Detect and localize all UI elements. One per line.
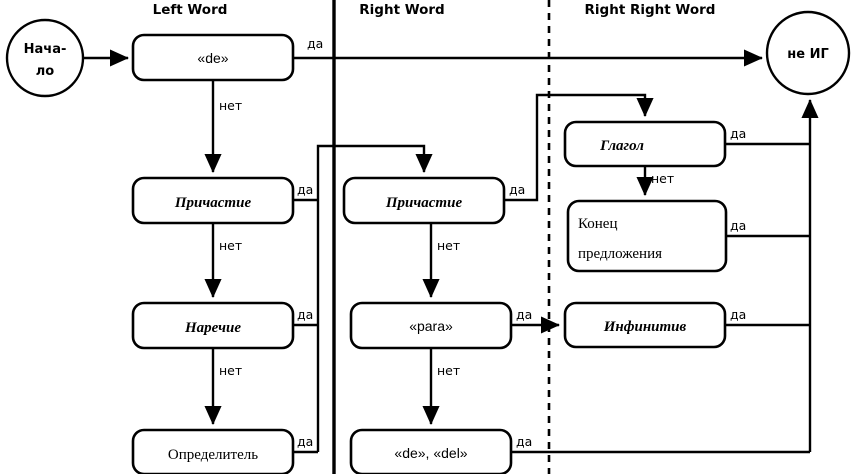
node-left-opredelitel-label: Определитель xyxy=(168,447,258,463)
terminal-start-shape[interactable] xyxy=(5,18,85,98)
edge-label-glagol-yes: да xyxy=(730,126,746,141)
lane-title-right-word: Right Word xyxy=(359,2,444,18)
edge-label-de-yes: да xyxy=(307,36,323,51)
edge-label-de-no: нет xyxy=(219,98,242,113)
edge-label-left-opred-yes: да xyxy=(297,434,313,449)
lane-separators xyxy=(332,0,551,474)
node-right-de-del-label: «de», «del» xyxy=(394,445,467,461)
terminal-start[interactable]: Нача- ло xyxy=(5,18,85,98)
node-rr-glagol-label: Глагол xyxy=(599,138,644,154)
node-left-narechie[interactable]: Наречие xyxy=(131,301,295,350)
edge-labels: да нет да нет да нет да да нет да нет да… xyxy=(219,36,746,449)
node-right-para-shape[interactable] xyxy=(349,301,513,350)
edge-label-right-para-no: нет xyxy=(437,363,460,378)
edges xyxy=(84,49,819,454)
node-right-prichastie-shape[interactable] xyxy=(342,176,506,225)
node-rr-konec-shape[interactable] xyxy=(566,199,728,273)
node-left-prichastie-label: Причастие xyxy=(174,195,252,211)
node-right-de-del-shape[interactable] xyxy=(349,428,513,474)
node-left-de[interactable]: «de» xyxy=(131,33,295,82)
edge-label-right-dedel-yes: да xyxy=(516,434,532,449)
node-rr-konec-predlozheniya[interactable]: Конец предложения xyxy=(566,199,728,273)
node-rr-infinitiv-shape[interactable] xyxy=(563,301,727,349)
terminal-start-label-line2: ло xyxy=(36,64,55,79)
node-left-de-shape[interactable] xyxy=(131,33,295,82)
node-left-narechie-shape[interactable] xyxy=(131,301,295,350)
node-rr-infinitiv-label: Инфинитив xyxy=(603,319,687,335)
node-right-prichastie[interactable]: Причастие xyxy=(342,176,506,225)
edge-label-left-narechie-yes: да xyxy=(297,307,313,322)
edge-label-konec-yes: да xyxy=(730,218,746,233)
edge-label-left-narechie-no: нет xyxy=(219,363,242,378)
edge-right-prich-yes-to-glagol xyxy=(504,93,654,202)
left-vertical-bus xyxy=(316,144,433,452)
node-left-prichastie[interactable]: Причастие xyxy=(131,176,295,225)
terminal-end-ne-ig[interactable]: не ИГ xyxy=(765,10,851,96)
edge-label-glagol-no: нет xyxy=(651,171,674,186)
edge-label-right-prich-yes: да xyxy=(509,182,525,197)
node-rr-konec-label-line1: Конец xyxy=(578,216,617,232)
lane-titles: Left Word Right Word Right Right Word xyxy=(153,2,716,18)
node-left-prichastie-shape[interactable] xyxy=(131,176,295,225)
lane-title-left-word: Left Word xyxy=(153,2,228,18)
edge-label-left-prich-yes: да xyxy=(297,182,313,197)
edge-label-right-prich-no: нет xyxy=(437,238,460,253)
edge-label-left-prich-no: нет xyxy=(219,238,242,253)
lane-title-right-right-word: Right Right Word xyxy=(585,2,716,18)
node-right-prichastie-label: Причастие xyxy=(385,195,463,211)
node-right-de-del[interactable]: «de», «del» xyxy=(349,428,513,474)
node-left-narechie-label: Наречие xyxy=(184,320,241,336)
terminal-start-label-line1: Нача- xyxy=(24,42,67,57)
edge-label-right-para-yes: да xyxy=(516,307,532,322)
node-right-para[interactable]: «para» xyxy=(349,301,513,350)
edge-label-infinitiv-yes: да xyxy=(730,307,746,322)
nodes: «de» Причастие Наречие Определитель Прич… xyxy=(131,33,728,474)
node-right-para-label: «para» xyxy=(409,318,453,334)
node-rr-glagol[interactable]: Глагол xyxy=(563,120,727,168)
node-rr-glagol-shape[interactable] xyxy=(563,120,727,168)
node-left-de-label: «de» xyxy=(197,50,228,66)
terminals: Нача- ло не ИГ xyxy=(5,10,851,98)
terminal-end-ne-ig-label: не ИГ xyxy=(787,47,829,62)
node-rr-infinitiv[interactable]: Инфинитив xyxy=(563,301,727,349)
node-left-opredelitel[interactable]: Определитель xyxy=(131,428,295,474)
node-rr-konec-label-line2: предложения xyxy=(578,246,662,262)
terminal-end-ne-ig-shape[interactable] xyxy=(765,10,851,96)
node-left-opredelitel-shape[interactable] xyxy=(131,428,295,474)
